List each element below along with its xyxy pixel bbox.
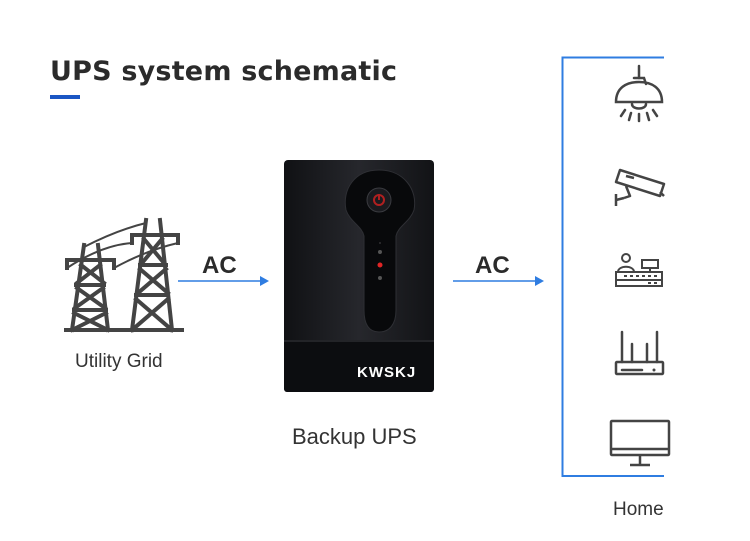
cash-register-icon: [615, 253, 663, 287]
ups-brand-label: KWSKJ: [357, 364, 417, 381]
monitor-icon: [609, 419, 671, 467]
utility-grid-label: Utility Grid: [75, 351, 163, 372]
ac-output-arrow: [453, 276, 544, 286]
home-label: Home: [613, 499, 664, 520]
power-tower-icon: [64, 217, 184, 333]
ups-unit: [284, 160, 434, 392]
title-underline: [50, 95, 80, 99]
ac-input-label: AC: [202, 252, 237, 279]
wifi-router-icon: [614, 330, 665, 376]
security-camera-icon: [614, 168, 666, 206]
home-bracket: [561, 56, 664, 477]
ceiling-lamp-icon: [614, 64, 664, 123]
ac-output-label: AC: [475, 252, 510, 279]
page-title: UPS system schematic: [50, 56, 398, 87]
backup-ups-label: Backup UPS: [292, 424, 417, 449]
ac-input-arrow: [178, 276, 269, 286]
